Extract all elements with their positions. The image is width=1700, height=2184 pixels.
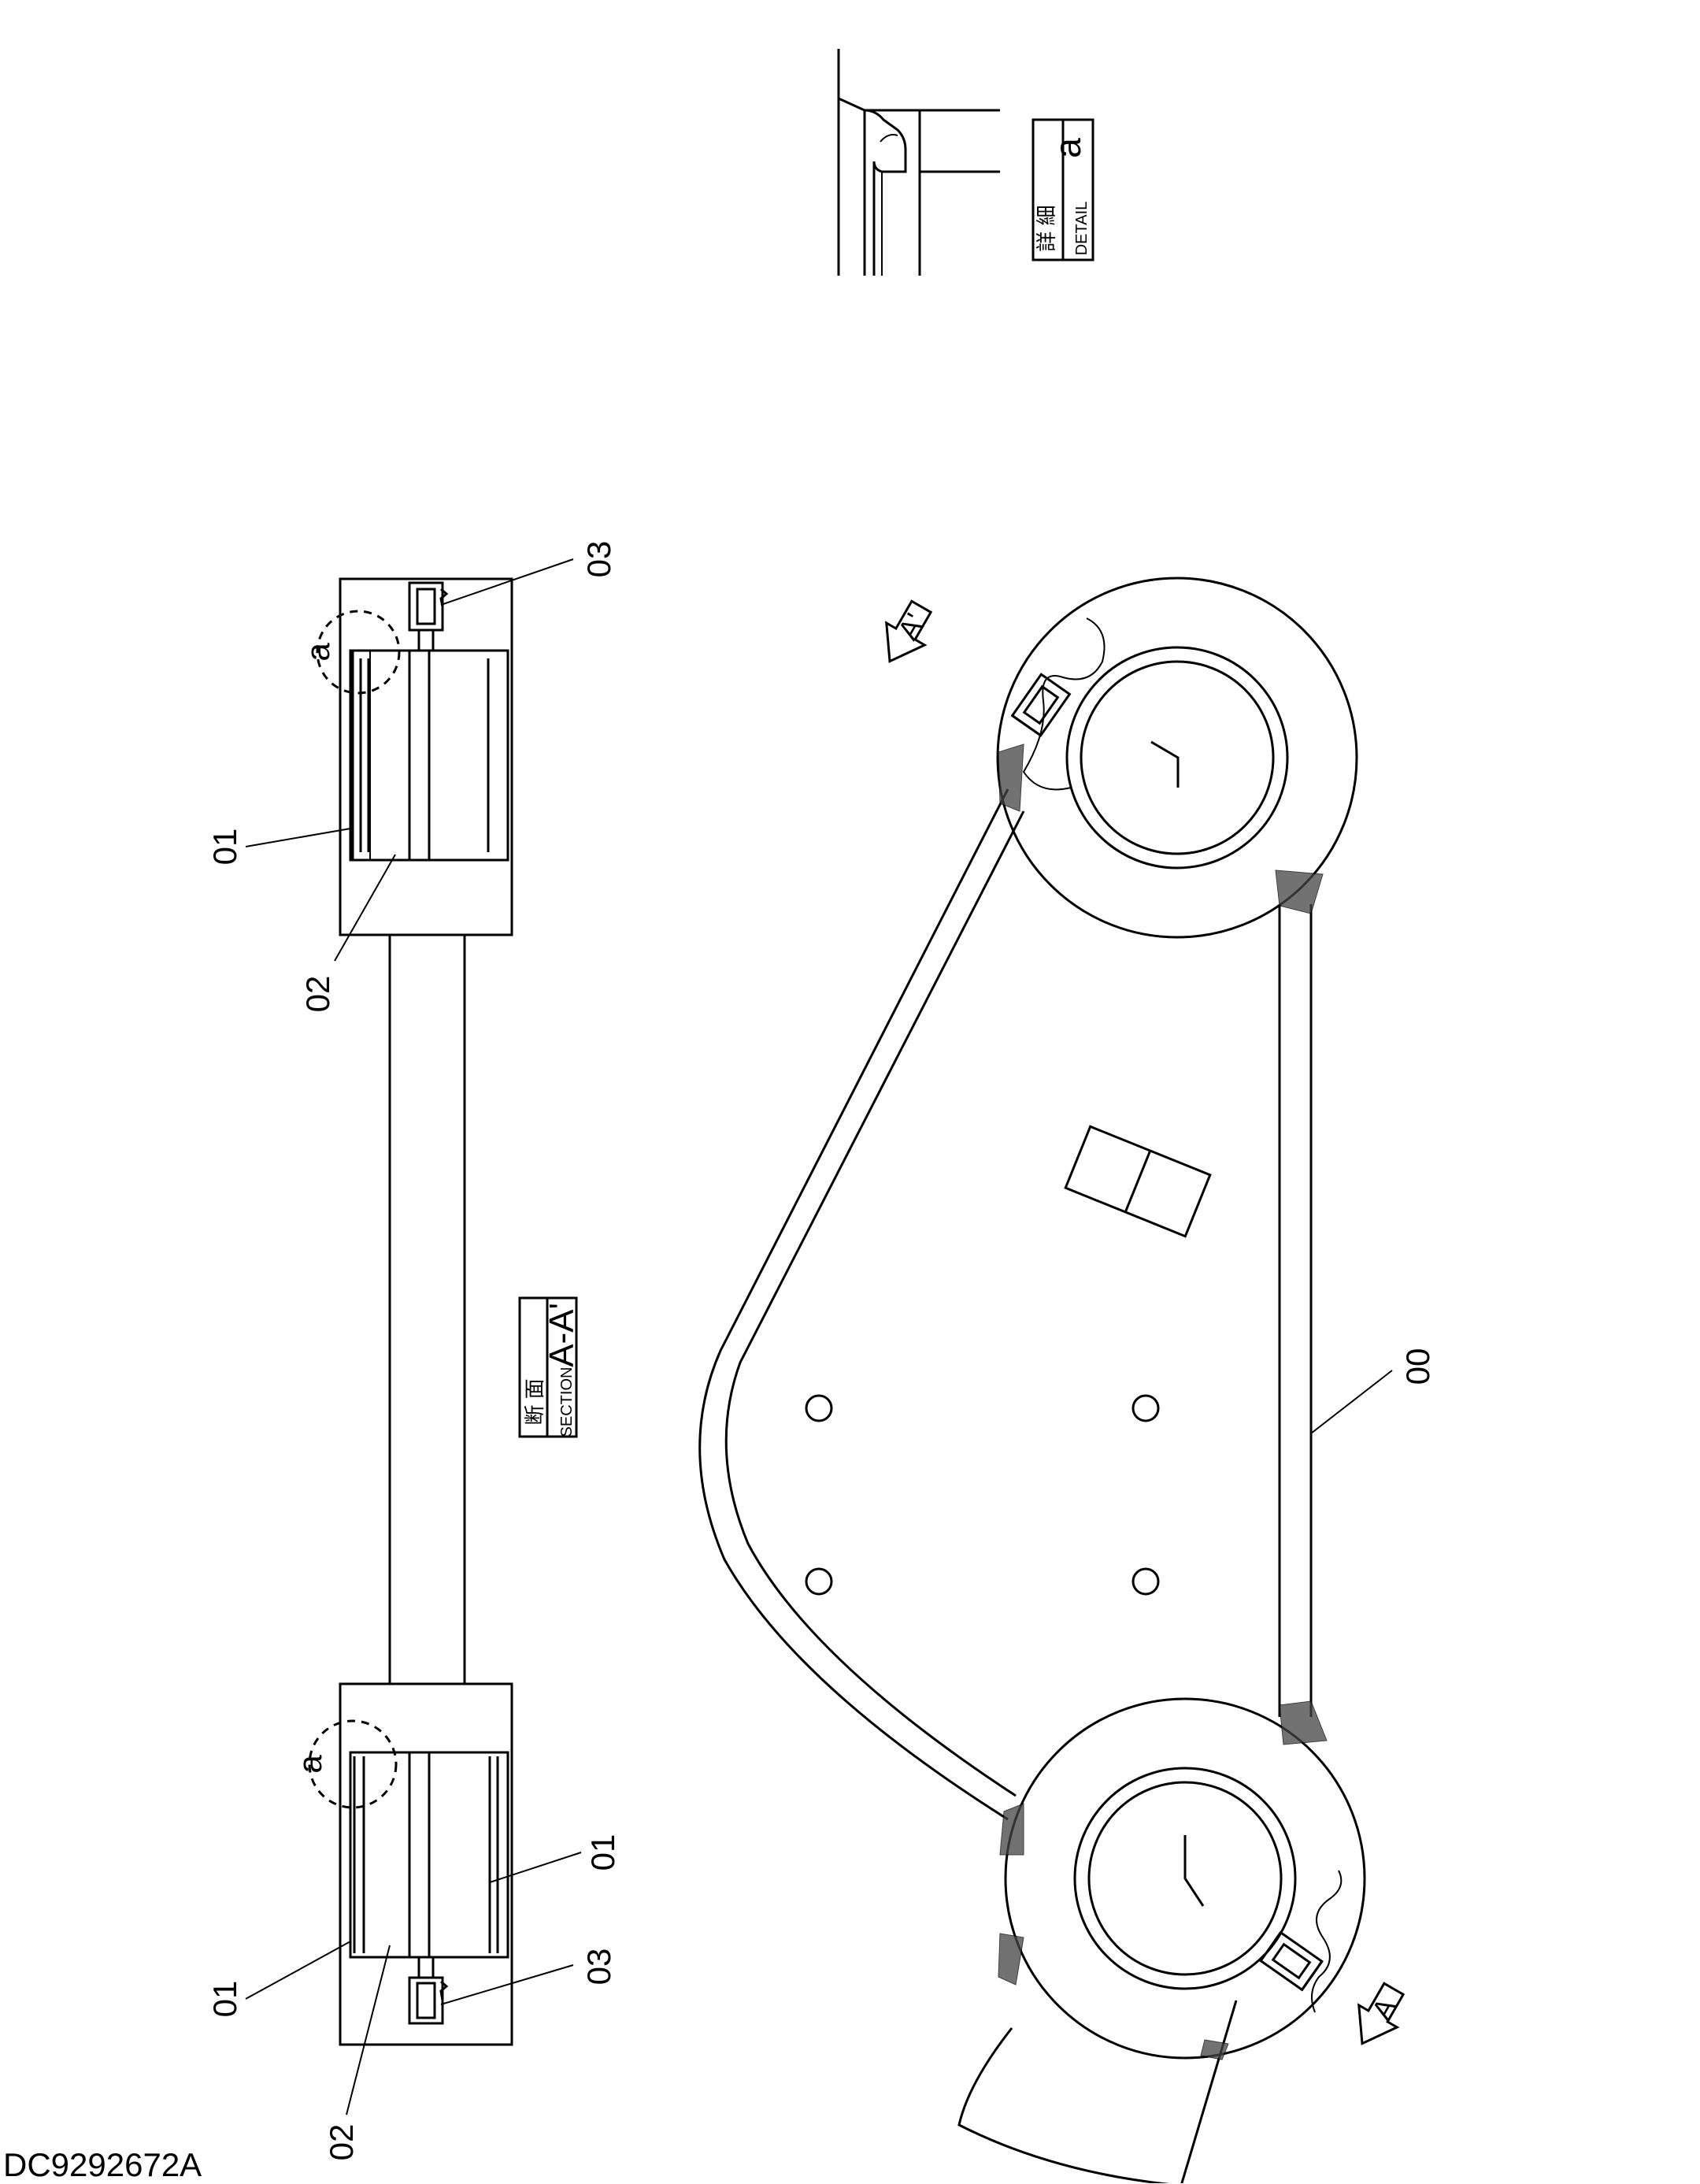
detail-callout-label: a <box>291 1755 328 1774</box>
part-label-03: 03 <box>580 541 617 578</box>
section-arrow-top: A' <box>885 599 933 663</box>
section-label-box: A-A' 断 面 SECTION <box>518 1296 581 1438</box>
part-label-00: 00 <box>1399 1348 1436 1385</box>
document-id: DC9292672A <box>3 2146 202 2183</box>
detail-box-caption: DETAIL <box>1073 202 1091 256</box>
detail-callout-circle-top <box>316 610 401 695</box>
grease-nipple-upper <box>1010 673 1072 737</box>
part-label-01: 01 <box>584 1834 621 1871</box>
section-arrow-bottom-label: A <box>1365 1993 1403 2025</box>
bolt-hole <box>805 1567 833 1596</box>
grease-nipple-lower <box>1259 1930 1324 1992</box>
detail-label-box: a 詳 細 DETAIL <box>1031 118 1094 261</box>
detail-a-view <box>837 49 1000 276</box>
part-label-02: 02 <box>323 2124 360 2161</box>
section-box-caption: SECTION <box>558 1367 576 1437</box>
part-label-01: 01 <box>206 1981 243 2018</box>
part-label-01: 01 <box>206 829 243 866</box>
part-labels: 01 02 03 00 01 01 02 03 a a <box>206 541 1436 2161</box>
detail-callout-label: a <box>299 643 336 662</box>
leaders <box>245 558 1393 2115</box>
part-label-03: 03 <box>580 1949 617 1986</box>
section-arrow-top-label: A' <box>891 608 931 645</box>
bolt-hole <box>1131 1394 1160 1422</box>
link-plate-view <box>698 577 1366 2183</box>
bolt-hole <box>805 1394 833 1422</box>
section-aa-view <box>308 577 513 2046</box>
bolt-hole <box>1131 1567 1160 1596</box>
section-box-name: A-A' <box>543 1303 581 1367</box>
detail-callout-circle-bottom <box>308 1719 398 1809</box>
detail-box-kanji: 詳 細 <box>1035 205 1058 251</box>
section-arrow-bottom: A <box>1357 1982 1406 2045</box>
part-label-02: 02 <box>299 976 336 1013</box>
name-plate <box>1064 1125 1212 1238</box>
detail-box-name: a <box>1047 138 1088 158</box>
section-box-kanji: 断 面 <box>523 1378 546 1425</box>
